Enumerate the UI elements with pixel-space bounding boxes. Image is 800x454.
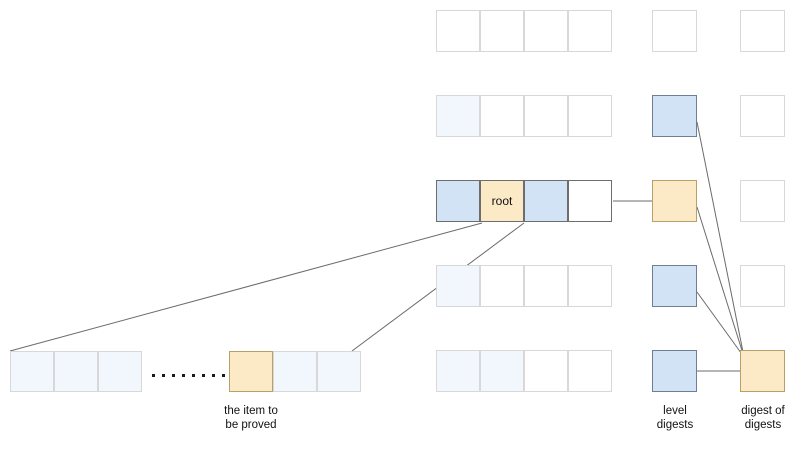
- center-cell-r3c3[interactable]: [524, 180, 568, 222]
- ellipsis-dot: [182, 374, 185, 377]
- ellipsis-dot: [202, 374, 205, 377]
- center-cell-r5c4-label: [569, 351, 611, 391]
- center-cell-r2c2-label: [481, 96, 523, 136]
- center-cell-r3c3-label: [525, 181, 567, 221]
- digest-of-digests-1[interactable]: [740, 10, 785, 52]
- ellipsis-dot: [192, 374, 195, 377]
- center-cell-r5c1-label: [437, 351, 479, 391]
- bottom-cell-l2[interactable]: [54, 351, 98, 392]
- connector-level-digest-4-to-dod: [696, 291, 745, 358]
- bottom-cell-r3[interactable]: [317, 351, 361, 392]
- center-cell-r1c4-label: [569, 11, 611, 51]
- center-cell-r1c3-label: [525, 11, 567, 51]
- bottom-cell-l1-label: [11, 352, 53, 391]
- bottom-cell-l3-label: [99, 352, 141, 391]
- bottom-cell-l2-label: [55, 352, 97, 391]
- center-cell-r4c4-label: [569, 266, 611, 306]
- caption-item-to-be-proved: the item to be proved: [224, 405, 278, 431]
- bottom-cell-l1[interactable]: [10, 351, 54, 392]
- center-cell-r1c1-label: [437, 11, 479, 51]
- center-cell-r3c1[interactable]: [436, 180, 480, 222]
- level-digest-2-label: [653, 96, 696, 136]
- center-cell-r4c4[interactable]: [568, 265, 612, 307]
- center-cell-root[interactable]: root: [480, 180, 524, 222]
- root-label: root: [491, 194, 513, 208]
- ellipsis-dot: [172, 374, 175, 377]
- level-digest-3-label: [653, 181, 696, 221]
- bottom-cell-r3-label: [318, 352, 360, 391]
- ellipsis-dot: [162, 374, 165, 377]
- bottom-cell-r2[interactable]: [273, 351, 317, 392]
- center-cell-r4c1-label: [437, 266, 479, 306]
- center-cell-r1c4[interactable]: [568, 10, 612, 52]
- center-cell-r5c3[interactable]: [524, 350, 568, 392]
- caption-digest-of-digests: digest of digests: [741, 405, 785, 431]
- center-cell-r1c3[interactable]: [524, 10, 568, 52]
- digest-of-digests-2[interactable]: [740, 95, 785, 137]
- center-cell-r2c3[interactable]: [524, 95, 568, 137]
- center-cell-r2c1-label: [437, 96, 479, 136]
- center-cell-r2c4-label: [569, 96, 611, 136]
- center-cell-r1c2[interactable]: [480, 10, 524, 52]
- center-cell-r4c3[interactable]: [524, 265, 568, 307]
- ellipsis-dot: [212, 374, 215, 377]
- center-cell-r2c3-label: [525, 96, 567, 136]
- connector-level-digest-3-to-dod: [696, 206, 745, 358]
- center-cell-r1c1[interactable]: [436, 10, 480, 52]
- center-cell-r3c4[interactable]: [568, 180, 612, 222]
- center-cell-r4c1[interactable]: [436, 265, 480, 307]
- digest-of-digests-5-label: [741, 351, 784, 391]
- bottom-cell-l3[interactable]: [98, 351, 142, 392]
- center-cell-r3c4-label: [569, 181, 611, 221]
- center-cell-r4c2[interactable]: [480, 265, 524, 307]
- digest-of-digests-3-label: [741, 181, 784, 221]
- center-cell-r5c2[interactable]: [480, 350, 524, 392]
- ellipsis-dot: [222, 374, 225, 377]
- caption-level-digests: level digests: [656, 405, 694, 431]
- digest-of-digests-3[interactable]: [740, 180, 785, 222]
- center-cell-r5c4[interactable]: [568, 350, 612, 392]
- center-cell-r2c4[interactable]: [568, 95, 612, 137]
- level-digest-1-label: [653, 11, 696, 51]
- digest-of-digests-2-label: [741, 96, 784, 136]
- connector-level-digest-2-to-dod: [696, 121, 745, 358]
- level-digest-1[interactable]: [652, 10, 697, 52]
- center-cell-r4c2-label: [481, 266, 523, 306]
- bottom-cell-item-to-be-proved-label: [230, 352, 272, 391]
- center-cell-r5c2-label: [481, 351, 523, 391]
- digest-of-digests-1-label: [741, 11, 784, 51]
- level-digest-4[interactable]: [652, 265, 697, 307]
- level-digest-5[interactable]: [652, 350, 697, 392]
- level-digest-5-label: [653, 351, 696, 391]
- center-cell-r2c1[interactable]: [436, 95, 480, 137]
- digest-of-digests-4[interactable]: [740, 265, 785, 307]
- level-digest-4-label: [653, 266, 696, 306]
- center-cell-r4c3-label: [525, 266, 567, 306]
- center-cell-r2c2[interactable]: [480, 95, 524, 137]
- center-cell-r3c1-label: [437, 181, 479, 221]
- bottom-cell-item-to-be-proved[interactable]: [229, 351, 273, 392]
- digest-of-digests-5[interactable]: [740, 350, 785, 392]
- level-digest-2[interactable]: [652, 95, 697, 137]
- connector-root-to-bottom-left: [9, 222, 483, 352]
- bottom-cell-r2-label: [274, 352, 316, 391]
- ellipsis-dot: [152, 374, 155, 377]
- digest-of-digests-4-label: [741, 266, 784, 306]
- level-digest-3[interactable]: [652, 180, 697, 222]
- center-cell-r5c1[interactable]: [436, 350, 480, 392]
- center-cell-r5c3-label: [525, 351, 567, 391]
- center-cell-r1c2-label: [481, 11, 523, 51]
